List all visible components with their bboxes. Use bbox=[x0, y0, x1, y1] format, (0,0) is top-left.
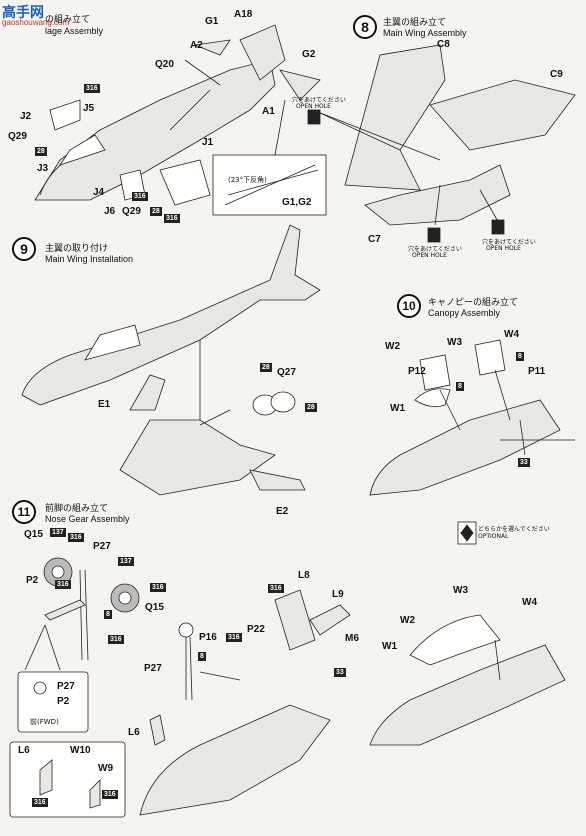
paint-badge-316: 316 bbox=[268, 584, 284, 593]
paint-badge-316: 316 bbox=[84, 84, 100, 93]
part-label-l6-b: L6 bbox=[128, 727, 140, 738]
part-label-w9: W9 bbox=[98, 763, 113, 774]
paint-badge-316: 316 bbox=[32, 798, 48, 807]
open-hole-2-jp: 穴をあけてください bbox=[408, 246, 462, 253]
part-label-j3: J3 bbox=[37, 163, 49, 174]
part-label-q29-a: Q29 bbox=[8, 131, 27, 142]
part-label-a2: A2 bbox=[190, 40, 203, 51]
paint-badge-316: 316 bbox=[108, 635, 124, 644]
paint-badge-28: 28 bbox=[150, 207, 162, 216]
open-hole-1-jp: 穴をあけてください bbox=[292, 97, 346, 104]
step8-title-en: Main Wing Assembly bbox=[383, 28, 467, 38]
optional-en: OPTIONAL bbox=[478, 533, 509, 540]
step9-title-jp: 主翼の取り付け bbox=[45, 244, 109, 254]
part-label-q27: Q27 bbox=[277, 367, 296, 378]
step7-title-en: lage Assembly bbox=[45, 26, 104, 36]
fwd-note: 前(FWD) bbox=[30, 718, 59, 726]
paint-badge-28: 28 bbox=[260, 363, 272, 372]
step11-title-jp: 前脚の組み立て bbox=[45, 504, 109, 514]
part-label-q15-a: Q15 bbox=[24, 529, 43, 540]
open-hole-3-en: OPEN HOLE bbox=[486, 245, 521, 252]
part-label-w4-b: W4 bbox=[522, 597, 537, 608]
step8-title-jp: 主翼の組み立て bbox=[383, 18, 447, 28]
part-label-p27-c: P27 bbox=[144, 663, 162, 674]
part-label-l9: L9 bbox=[332, 589, 344, 600]
part-label-p2-a: P2 bbox=[26, 575, 39, 586]
part-label-a18: A18 bbox=[234, 9, 253, 20]
paint-badge-316: 316 bbox=[55, 580, 71, 589]
part-label-w10: W10 bbox=[70, 745, 91, 756]
part-label-c9: C9 bbox=[550, 69, 563, 80]
paint-badge-8: 8 bbox=[516, 352, 524, 361]
part-label-q20: Q20 bbox=[155, 59, 174, 70]
part-label-p12: P12 bbox=[408, 366, 426, 377]
step11-title-en: Nose Gear Assembly bbox=[45, 514, 130, 524]
paint-badge-8: 8 bbox=[104, 610, 112, 619]
part-label-l8: L8 bbox=[298, 570, 310, 581]
paint-badge-316: 316 bbox=[102, 790, 118, 799]
paint-badge-137: 137 bbox=[118, 557, 134, 566]
paint-badge-137: 137 bbox=[50, 528, 66, 537]
part-label-p27-a: P27 bbox=[93, 541, 111, 552]
part-label-c8: C8 bbox=[437, 39, 450, 50]
open-hole-1-en: OPEN HOLE bbox=[296, 103, 331, 110]
step7-title-jp: の組み立て bbox=[45, 15, 91, 25]
paint-badge-28: 28 bbox=[35, 147, 47, 156]
part-label-p22: P22 bbox=[247, 624, 265, 635]
part-label-p27-b: P27 bbox=[57, 681, 75, 692]
step9-number: 9 bbox=[12, 237, 36, 261]
part-label-j4: J4 bbox=[93, 187, 105, 198]
part-label-j5: J5 bbox=[83, 103, 95, 114]
part-label-a1: A1 bbox=[262, 106, 275, 117]
paint-badge-8: 8 bbox=[198, 652, 206, 661]
part-label-w4-a: W4 bbox=[504, 329, 519, 340]
paint-badge-28: 28 bbox=[305, 403, 317, 412]
step10-title-jp: キャノピーの組み立て bbox=[428, 298, 519, 308]
part-label-p16: P16 bbox=[199, 632, 217, 643]
step9-title-en: Main Wing Installation bbox=[45, 254, 134, 264]
part-label-p2-b: P2 bbox=[57, 696, 70, 707]
paint-badge-33: 33 bbox=[334, 668, 346, 677]
paint-badge-316: 316 bbox=[132, 192, 148, 201]
open-hole-2-en: OPEN HOLE bbox=[412, 252, 447, 259]
part-label-w1-a: W1 bbox=[390, 403, 405, 414]
part-label-j6: J6 bbox=[104, 206, 116, 217]
open-hole-3-jp: 穴をあけてください bbox=[482, 239, 536, 246]
part-label-l6-a: L6 bbox=[18, 745, 30, 756]
part-label-w2-a: W2 bbox=[385, 341, 400, 352]
part-label-w3-b: W3 bbox=[453, 585, 468, 596]
watermark-logo: 高手网 bbox=[2, 5, 44, 21]
part-label-q29-b: Q29 bbox=[122, 206, 141, 217]
inset-angle-note: (23°下反角) bbox=[228, 176, 267, 184]
part-label-w1-b: W1 bbox=[382, 641, 397, 652]
part-label-g2: G2 bbox=[302, 49, 316, 60]
part-label-e2: E2 bbox=[276, 506, 289, 517]
part-label-w3-a: W3 bbox=[447, 337, 462, 348]
paint-badge-8: 8 bbox=[456, 382, 464, 391]
watermark-url: gaoshouwang.com bbox=[2, 18, 70, 27]
part-label-q15-b: Q15 bbox=[145, 602, 164, 613]
paint-badge-316: 316 bbox=[164, 214, 180, 223]
paint-badge-316: 316 bbox=[150, 583, 166, 592]
part-label-g1: G1 bbox=[205, 16, 219, 27]
inset-parts-label: G1,G2 bbox=[282, 197, 312, 208]
step10-title-en: Canopy Assembly bbox=[428, 308, 501, 318]
part-label-m6: M6 bbox=[345, 633, 359, 644]
part-label-c7: C7 bbox=[368, 234, 381, 245]
optional-jp: どちらかを選んでください bbox=[478, 526, 550, 533]
part-label-e1: E1 bbox=[98, 399, 111, 410]
part-label-w2-b: W2 bbox=[400, 615, 415, 626]
step8-number: 8 bbox=[353, 15, 377, 39]
step10-number: 10 bbox=[397, 294, 421, 318]
part-label-j2: J2 bbox=[20, 111, 32, 122]
step11-number: 11 bbox=[12, 500, 36, 524]
paint-badge-316: 316 bbox=[226, 633, 242, 642]
part-label-j1: J1 bbox=[202, 137, 214, 148]
paint-badge-316: 316 bbox=[68, 533, 84, 542]
paint-badge-33: 33 bbox=[518, 458, 530, 467]
part-label-p11: P11 bbox=[528, 366, 546, 377]
